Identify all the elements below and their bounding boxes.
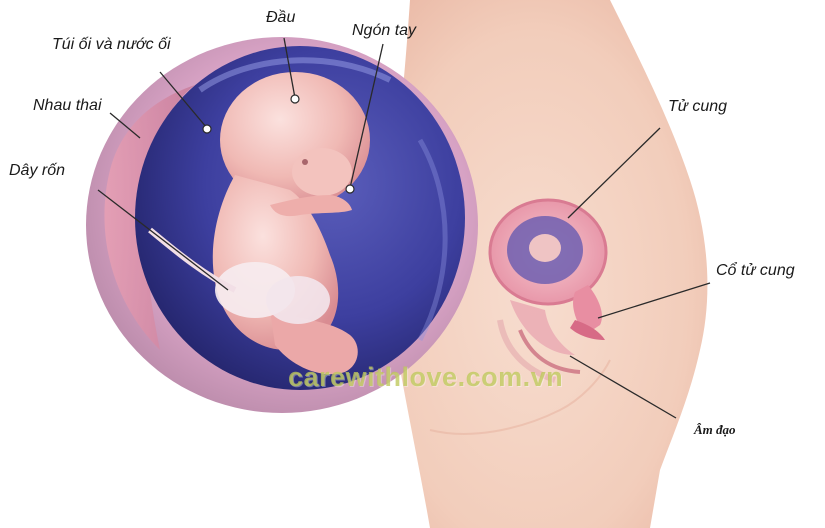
label-amniotic-sac: Túi ối và nước ối [52,36,171,54]
watermark-text: carewithlove.com.vn [288,362,563,393]
label-vagina: Âm đạo [694,422,736,438]
label-head: Đầu [266,9,295,27]
label-finger: Ngón tay [352,22,416,40]
label-cervix: Cổ tử cung [716,262,795,280]
label-umbilical-cord: Dây rốn [9,162,65,180]
label-placenta: Nhau thai [33,97,102,115]
label-uterus: Tử cung [668,98,727,116]
